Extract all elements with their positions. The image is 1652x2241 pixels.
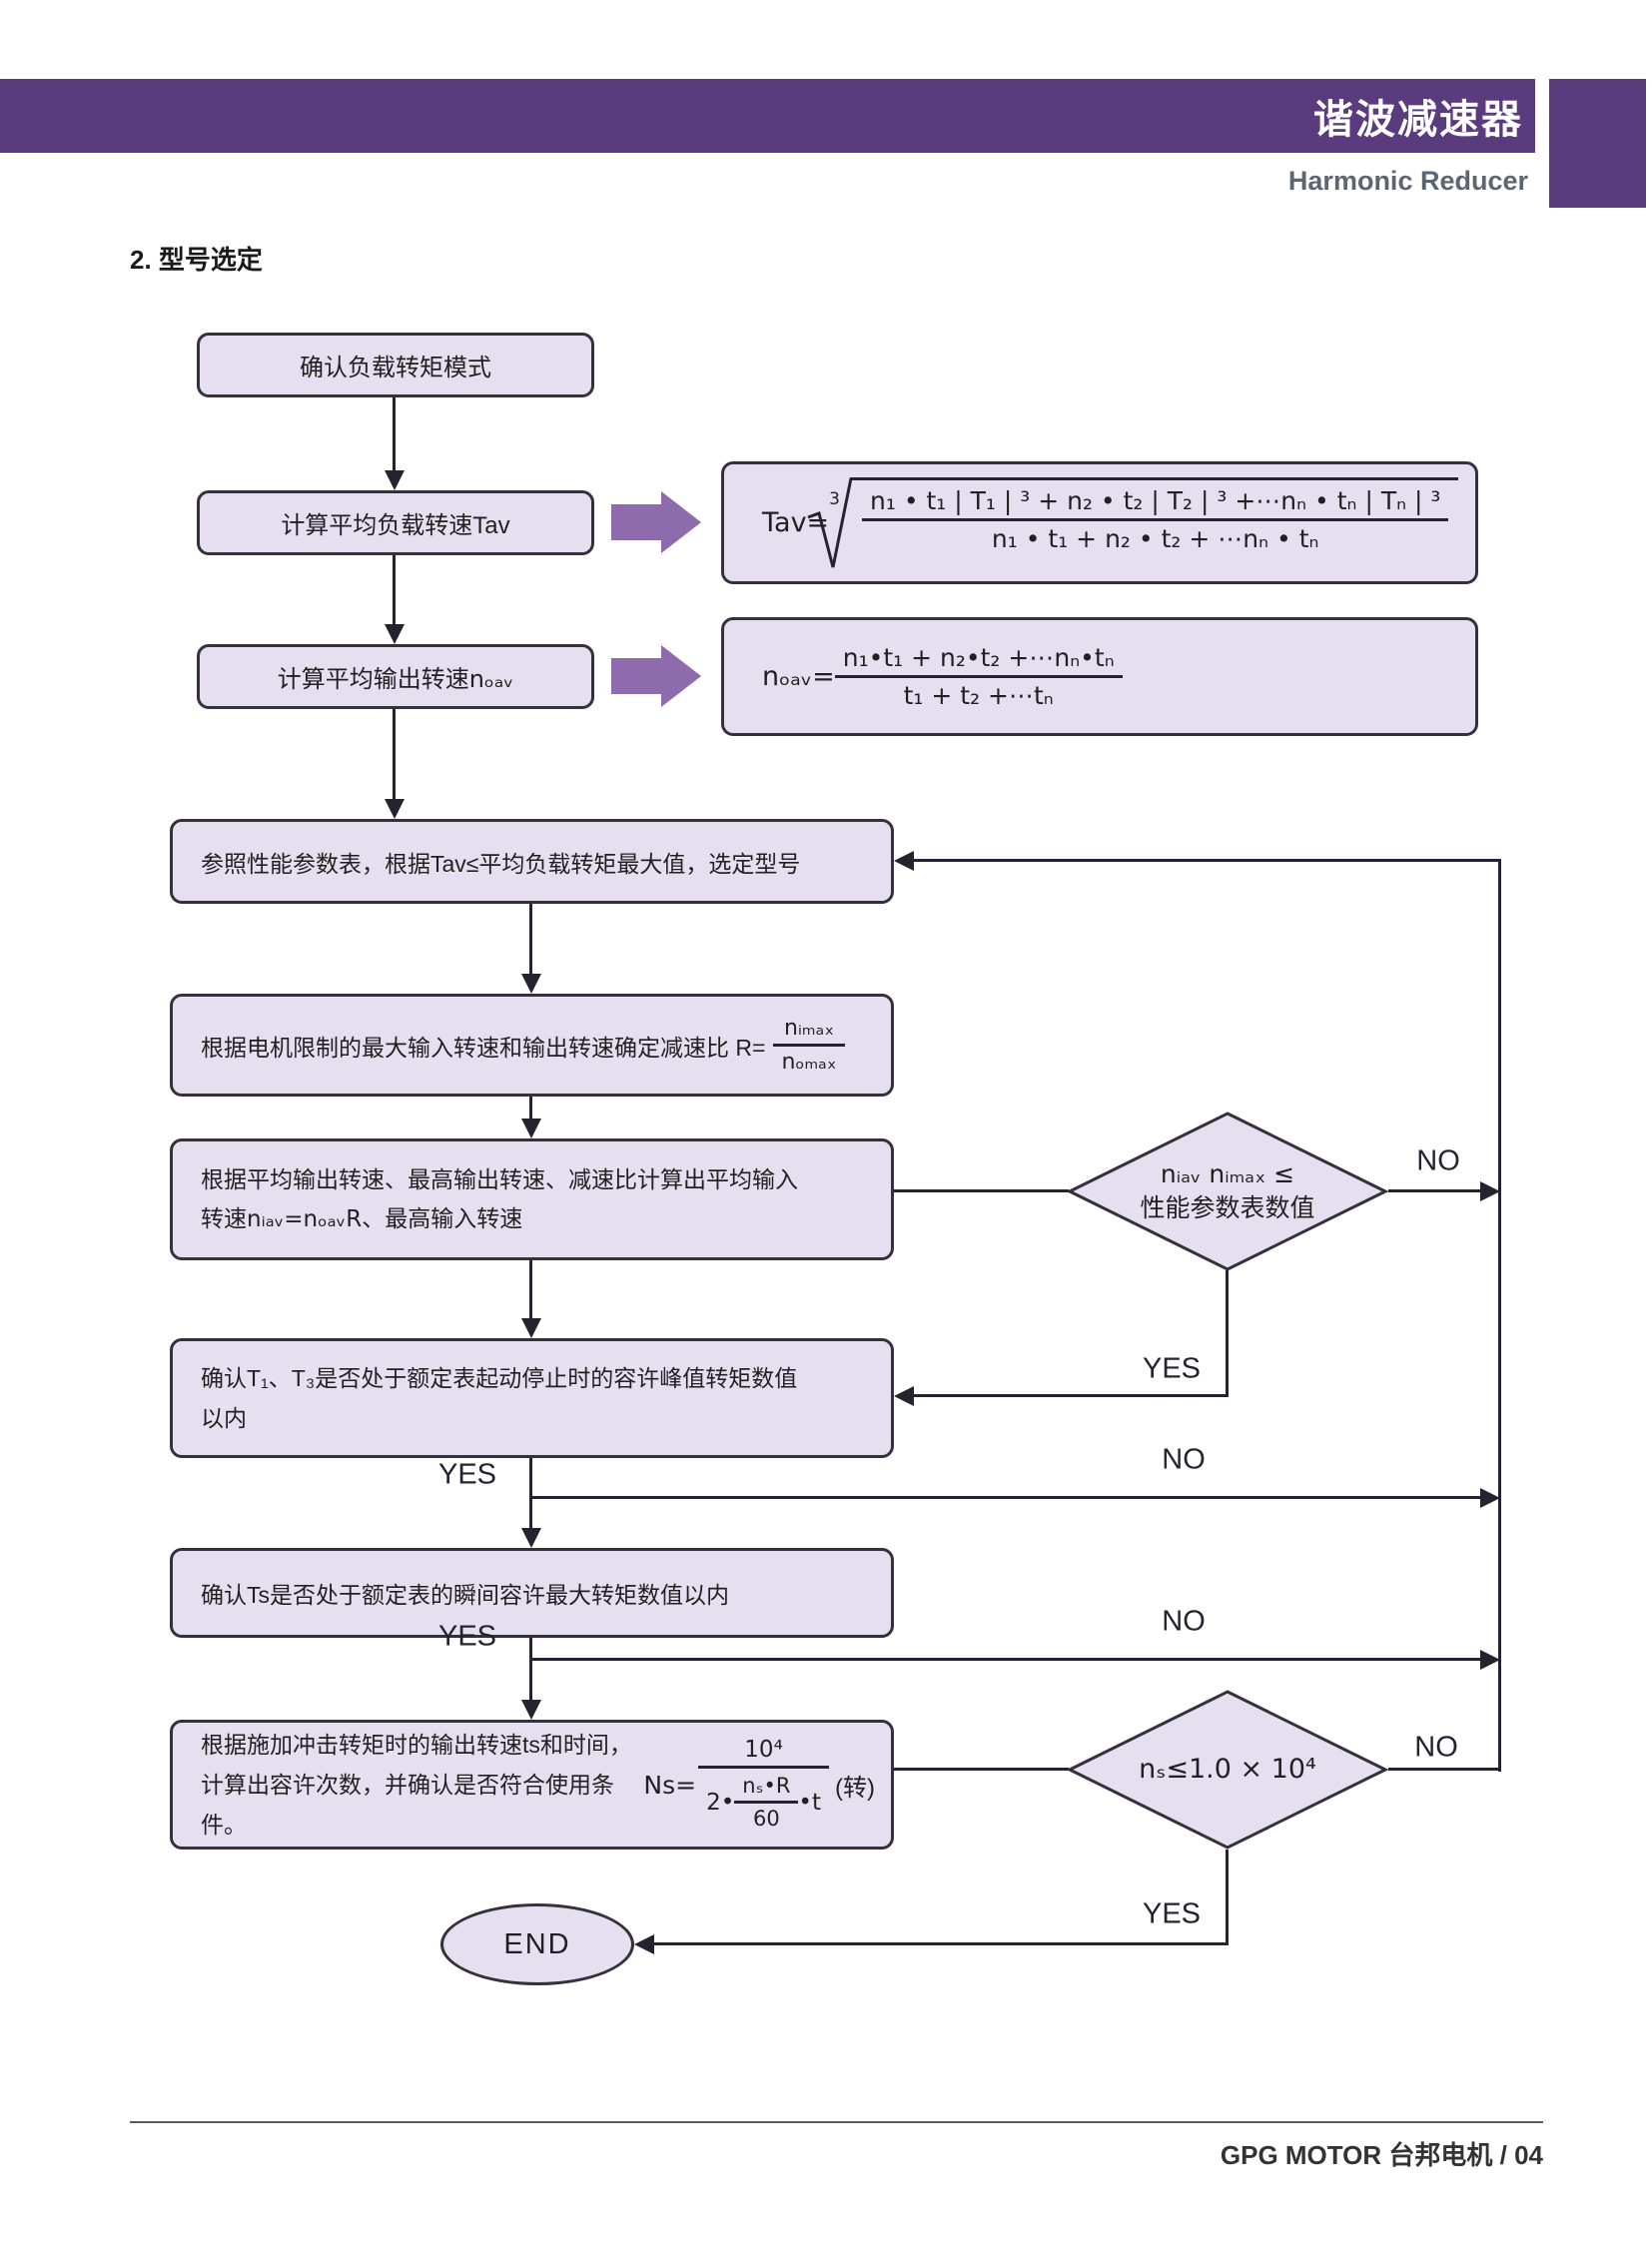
connector: [529, 1260, 532, 1318]
arrowhead-down-icon: [521, 1119, 541, 1138]
arrowhead-left-icon: [894, 851, 914, 871]
connector: [914, 859, 1501, 862]
block-arrow-icon: [611, 504, 663, 540]
formula-box-tav: Tav= 3 n₁ • t₁ | T₁ | ³ + n₂ • t₂ | T₂ |…: [721, 461, 1478, 584]
formula-ns-unit: (转): [835, 1774, 875, 1802]
flow-box-avg-load-speed: 计算平均负载转速Tav: [197, 490, 594, 555]
banner-accent-square: [1549, 79, 1646, 208]
connector: [1226, 1270, 1229, 1397]
formula-noav-numerator: n₁•t₁ + n₂•t₂ +⋯nₙ•tₙ: [842, 643, 1115, 672]
arrowhead-down-icon: [385, 470, 405, 490]
arrowhead-down-icon: [385, 624, 405, 644]
yes-label: YES: [1142, 1352, 1202, 1385]
formula-tav-denominator: n₁ • t₁ + n₂ • t₂ + ⋯nₙ • tₙ: [862, 517, 1449, 555]
connector: [393, 397, 396, 470]
connector: [654, 1942, 1229, 1945]
arrowhead-down-icon: [521, 1528, 541, 1548]
arrowhead-down-icon: [521, 1700, 541, 1720]
end-terminator: END: [440, 1903, 634, 1985]
ratio-denominator: nₒₘₐₓ: [773, 1044, 845, 1077]
flow-box-confirm-t1-t3: 确认T₁、T₃是否处于额定表起动停止时的容许峰值转矩数值 以内: [170, 1338, 894, 1458]
connector: [529, 1458, 532, 1528]
block-arrow-icon: [611, 658, 663, 694]
no-label: NO: [1162, 1443, 1206, 1476]
connector: [529, 1097, 532, 1119]
yes-label: YES: [437, 1458, 497, 1491]
formula-ns-inner-den: 60: [734, 1801, 799, 1833]
connector: [894, 1189, 1069, 1192]
page-title: 谐波减速器: [1313, 98, 1523, 142]
connector: [531, 1496, 1480, 1499]
flow-box-impact-torque: 根据施加冲击转矩时的输出转速ts和时间， 计算出容许次数，并确认是否符合使用条件…: [170, 1720, 894, 1850]
connector: [531, 1658, 1480, 1661]
decision-input-speed-check-label: nᵢₐᵥ nᵢₘₐₓ ≤ 性能参数表数值: [1140, 1159, 1315, 1222]
decision-ns-check: [1067, 1690, 1388, 1850]
ratio-numerator: nᵢₘₐₓ: [784, 1016, 834, 1041]
formula-noav-lhs: nₒₐᵥ=: [762, 661, 835, 692]
arrowhead-down-icon: [521, 974, 541, 994]
connector-no-rail: [1498, 860, 1501, 1772]
formula-ns-den-pre: 2•: [706, 1789, 735, 1816]
footer-divider: [130, 2121, 1543, 2123]
block-arrow-icon: [661, 491, 701, 553]
section-title: 2. 型号选定: [130, 245, 263, 275]
footer-text: GPG MOTOR 台邦电机 / 04: [1220, 2140, 1543, 2170]
connector: [894, 1768, 1069, 1771]
arrowhead-left-icon: [634, 1934, 654, 1954]
connector: [393, 709, 396, 799]
flow-box-confirm-ts: 确认Ts是否处于额定表的瞬间容许最大转矩数值以内: [170, 1548, 894, 1638]
connector: [914, 1394, 1228, 1397]
formula-ns-inner-num: nₛ•R: [742, 1774, 791, 1798]
flow-box-input-speed: 根据平均输出转速、最高输出转速、减速比计算出平均输入 转速nᵢₐᵥ=nₒₐᵥR、…: [170, 1138, 894, 1260]
arrowhead-down-icon: [521, 1318, 541, 1338]
no-label: NO: [1414, 1731, 1458, 1764]
header-subtitle: Harmonic Reducer: [1287, 166, 1528, 196]
arrowhead-right-icon: [1480, 1488, 1500, 1508]
arrowhead-right-icon: [1480, 1181, 1500, 1201]
arrowhead-down-icon: [385, 799, 405, 819]
flow-box-reduction-ratio: 根据电机限制的最大输入转速和输出转速确定减速比 R= nᵢₘₐₓ nₒₘₐₓ: [170, 994, 894, 1097]
flow-box-avg-output-speed: 计算平均输出转速nₒₐᵥ: [197, 644, 594, 709]
block-arrow-icon: [661, 645, 701, 707]
arrowhead-right-icon: [1480, 1650, 1500, 1670]
no-label: NO: [1162, 1605, 1206, 1638]
connector: [529, 904, 532, 974]
flow-box-select-model: 参照性能参数表，根据Tav≤平均负载转矩最大值，选定型号: [170, 819, 894, 904]
radical-sign-icon: [807, 477, 853, 567]
connector: [1226, 1850, 1229, 1945]
cube-root-index: 3: [829, 488, 840, 509]
yes-label: YES: [1142, 1897, 1202, 1930]
connector: [393, 555, 396, 624]
header-banner: 谐波减速器: [0, 79, 1535, 153]
formula-tav-numerator: n₁ • t₁ | T₁ | ³ + n₂ • t₂ | T₂ | ³ +⋯nₙ…: [870, 485, 1441, 515]
arrowhead-left-icon: [894, 1386, 914, 1406]
formula-ns-lhs: Ns=: [643, 1770, 697, 1800]
formula-noav-denominator: t₁ + t₂ +⋯tₙ: [834, 675, 1123, 712]
yes-label: YES: [437, 1620, 497, 1653]
decision-ns-check-label: nₛ≤1.0 × 10⁴: [1139, 1754, 1316, 1785]
connector: [1388, 1768, 1501, 1771]
flow-box-confirm-load-torque: 确认负载转矩模式: [197, 333, 594, 397]
connector: [1388, 1189, 1480, 1192]
formula-ns-den-post: •t: [798, 1789, 822, 1816]
formula-box-noav: nₒₐᵥ= n₁•t₁ + n₂•t₂ +⋯nₙ•tₙ t₁ + t₂ +⋯tₙ: [721, 617, 1478, 736]
connector: [529, 1638, 532, 1700]
formula-tav-radical: 3 n₁ • t₁ | T₁ | ³ + n₂ • t₂ | T₂ | ³ +⋯…: [807, 475, 1459, 571]
formula-ns-numerator: 10⁴: [744, 1737, 783, 1763]
no-label: NO: [1416, 1144, 1460, 1177]
decision-input-speed-check: [1067, 1112, 1388, 1271]
